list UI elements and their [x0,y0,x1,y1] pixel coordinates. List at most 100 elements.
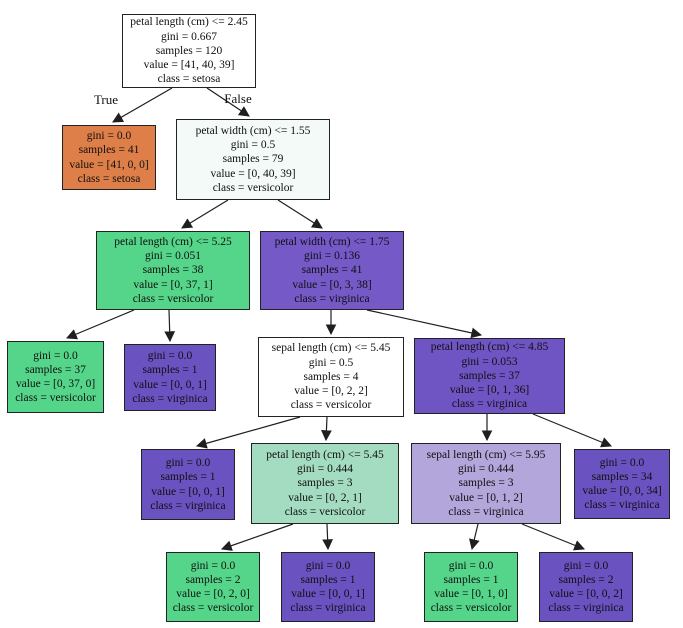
tree-edge-n3-n6 [164,309,176,343]
node-gini: gini = 0.0 [563,559,609,572]
tree-edge-n0-n2 [206,87,250,117]
node-samples: samples = 1 [443,573,499,586]
node-value: value = [0, 40, 39] [210,167,296,180]
node-samples: samples = 1 [142,364,198,377]
node-value: value = [0, 37, 0] [15,378,96,390]
node-class: class = virginica [584,499,660,512]
node-samples: samples = 1 [300,573,356,586]
node-split-condition: petal length (cm) <= 4.85 [430,341,549,354]
node-class: class = virginica [294,292,370,305]
node-value: value = [41, 40, 39] [143,59,235,72]
node-samples: samples = 1 [160,471,216,484]
node-samples: samples = 2 [558,573,614,586]
node-gini: gini = 0.0 [165,457,211,470]
node-samples: samples = 2 [185,573,241,586]
node-gini: gini = 0.0 [305,559,351,572]
node-gini: gini = 0.667 [160,30,217,43]
tree-edge-n0-n1 [112,87,173,123]
tree-edge-n10-n14 [322,523,334,551]
node-value: value = [0, 1, 0] [434,588,508,600]
node-value: value = [0, 37, 1] [133,278,213,291]
node-class: class = virginica [451,398,528,411]
node-gini: gini = 0.0 [190,559,236,572]
node-value: value = [0, 0, 34] [582,485,662,497]
node-value: value = [0, 0, 1] [151,485,225,498]
tree-edge-n11-n15 [469,523,480,551]
node-gini: gini = 0.053 [461,355,518,368]
node-class: class = virginica [448,505,524,518]
node-class: class = versicolor [132,292,214,305]
node-samples: samples = 79 [222,153,284,166]
node-class: class = versicolor [430,602,512,615]
node-class: class = versicolor [284,505,366,518]
tree-edge-n8-n12 [532,413,612,448]
node-samples: samples = 120 [155,44,223,57]
node-gini: gini = 0.0 [86,130,132,143]
node-class: class = setosa [157,73,221,86]
node-gini: gini = 0.0 [147,350,193,363]
node-class: class = versicolor [15,392,96,405]
node-split-condition: sepal length (cm) <= 5.45 [271,342,391,355]
node-samples: samples = 38 [142,264,204,277]
node-gini: gini = 0.0 [33,349,78,362]
node-gini: gini = 0.5 [230,139,276,152]
tree-edge-n7-n10 [321,416,332,442]
node-value: value = [0, 2, 1] [288,491,362,504]
node-gini: gini = 0.444 [457,463,514,476]
node-samples: samples = 41 [78,144,140,157]
node-gini: gini = 0.0 [599,456,645,469]
node-value: value = [0, 1, 36] [449,384,530,397]
node-class: class = setosa [77,172,141,185]
node-value: value = [0, 3, 38] [292,278,372,291]
node-value: value = [0, 0, 1] [133,378,207,391]
node-samples: samples = 34 [591,470,653,483]
node-class: class = virginica [548,602,624,615]
node-samples: samples = 3 [458,477,514,490]
node-value: value = [41, 0, 0] [69,158,149,171]
node-value: value = [0, 0, 1] [291,588,365,600]
tree-edge-n7-n9 [195,416,301,449]
tree-edge-n2-n3 [181,199,229,229]
edge-label-false: False [224,91,252,106]
tree-edge-n4-n8 [366,309,483,339]
node-split-condition: sepal length (cm) <= 5.95 [426,448,546,461]
node-class: class = versicolor [172,602,254,615]
node-gini: gini = 0.444 [296,463,353,476]
tree-edge-n3-n5 [66,309,135,340]
node-gini: gini = 0.5 [308,356,354,369]
node-samples: samples = 3 [297,477,353,490]
node-value: value = [0, 2, 2] [294,385,368,398]
node-samples: samples = 37 [459,369,520,382]
node-gini: gini = 0.0 [448,559,494,572]
node-class: class = virginica [132,392,208,405]
node-value: value = [0, 0, 2] [549,588,623,600]
node-gini: gini = 0.136 [303,250,360,263]
node-value: value = [0, 2, 0] [176,588,250,600]
node-class: class = virginica [150,499,226,512]
node-value: value = [0, 1, 2] [449,491,523,504]
node-split-condition: petal length (cm) <= 5.25 [114,235,232,248]
tree-edge-n10-n13 [220,523,294,551]
node-split-condition: petal width (cm) <= 1.55 [195,124,311,137]
tree-edge-n2-n4 [277,199,323,229]
tree-edge-n11-n16 [521,523,586,551]
node-split-condition: petal length (cm) <= 5.45 [266,448,384,461]
node-samples: samples = 37 [25,363,86,376]
node-class: class = versicolor [290,399,372,412]
